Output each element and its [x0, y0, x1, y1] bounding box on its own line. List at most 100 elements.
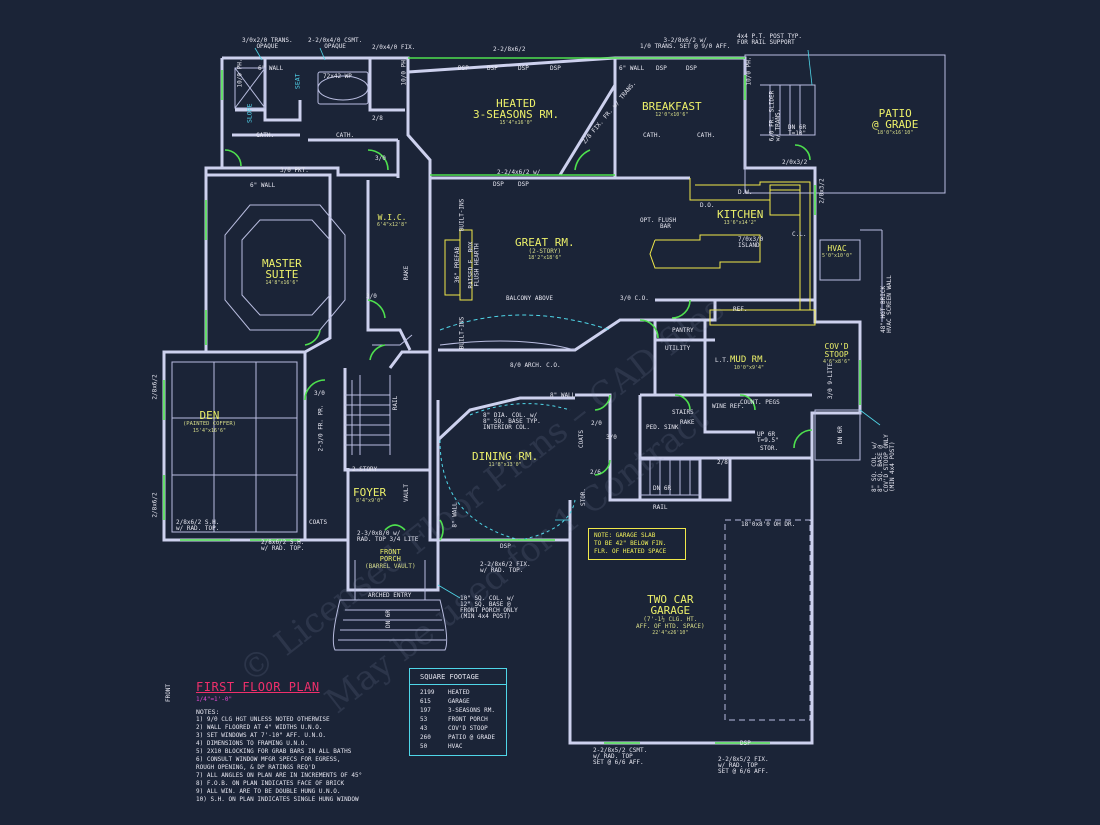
- balcony-label: BALCONY ABOVE: [506, 295, 553, 302]
- dsp-label: DSP: [518, 65, 529, 72]
- stairs-rake-label: RAKE: [403, 265, 411, 281]
- door-size: 2/8: [717, 459, 728, 466]
- door-size: 3/0: [314, 390, 325, 397]
- room-dim: 10'0"x9'4": [733, 365, 765, 371]
- arch-label: 8/0 ARCH. C.O.: [510, 362, 561, 369]
- cased-opening-label: 3/0 C.O.: [620, 295, 649, 302]
- prefab-label: 36" PREFAB: [454, 246, 462, 284]
- door-swings: [163, 57, 861, 744]
- callout-line: w/ RAD. TOP.: [480, 567, 524, 574]
- callout-line: 3-2/8x6/2 w/: [663, 37, 707, 44]
- den-window-1: 2/8x6/2 S.H.w/ RAD. TOP.: [176, 520, 219, 532]
- note-item: 6) CONSULT WINDOW MFGR SPECS FOR EGRESS,: [196, 756, 341, 763]
- callout-line: 1/0 TRANS. SET @ 9/0 AFF.: [640, 43, 731, 50]
- dsp-label: DSP: [550, 65, 561, 72]
- note-item: 7) ALL ANGLES ON PLAN ARE IN INCREMENTS …: [196, 772, 363, 779]
- pocket-door-label: 3/0 PKT.: [280, 167, 309, 174]
- sqft-value: 2199: [420, 689, 435, 696]
- note-item: 8) F.O.B. ON PLAN INDICATES FACE OF BRIC…: [196, 780, 345, 787]
- callout-transom: 3/0x2/0 TRANS.OPAQUE: [242, 38, 293, 50]
- rake-label: RAKE: [680, 419, 695, 426]
- room-name: COV'D: [824, 342, 849, 351]
- room-name: KITCHEN: [717, 208, 764, 221]
- callout-line: FRONT PORCH ONLY: [460, 607, 518, 614]
- square-footage-row: 197 3-SEASONS RM.: [410, 706, 506, 715]
- callout-line: T=10": [788, 130, 807, 137]
- rail-label: RAIL: [653, 504, 668, 511]
- callout-line: 2/8x6/2 S.H.: [261, 539, 305, 546]
- room-name: BREAKFAST: [642, 100, 702, 113]
- room-label-master: MASTER SUITE 14'8"x16'6": [262, 258, 302, 286]
- note-item: 10) S.H. ON PLAN INDICATES SINGLE HUNG W…: [196, 796, 359, 803]
- callout-line: SET @ 6/6 AFF.: [593, 759, 644, 766]
- sqft-value: 53: [420, 716, 428, 723]
- note-item: 1) 9/0 CLG HGT UNLESS NOTED OTHERWISE: [196, 716, 330, 723]
- dining-window-label: 2-2/8x6/2 FIX.w/ RAD. TOP.: [480, 562, 531, 574]
- porch-stair-label: DN 6R: [385, 609, 393, 629]
- note-item: ROUGH OPENING, & DP RATINGS REQ'D: [196, 764, 316, 771]
- sqft-value: 43: [420, 725, 428, 732]
- sqft-value: 197: [420, 707, 431, 714]
- room-dim: 5'0"x10'0": [822, 253, 853, 259]
- double-oven-label: D.O.: [700, 202, 715, 209]
- room-dim: 6'4"x12'8": [377, 222, 408, 228]
- callout-line: 4x4 P.T. POST TYP.: [737, 33, 803, 40]
- sqft-label: PATIO @ GRADE: [448, 734, 495, 741]
- built-ins-label: BUILT-INS: [458, 198, 466, 232]
- storage-label: STOR.: [760, 445, 779, 452]
- callout-line: 2-2/8x5/2 FIX.: [718, 756, 769, 763]
- callout-line: TO BE 42" BELOW FIN.: [594, 540, 667, 547]
- wall-lines: [162, 56, 862, 745]
- room-name: MUD RM.: [730, 355, 768, 365]
- callout-line: OPAQUE: [256, 43, 279, 50]
- ph-label: 10/0 PH.: [745, 56, 753, 86]
- dishwasher-label: D.W.: [738, 189, 753, 196]
- cyan-guides: [254, 47, 881, 599]
- wine-ref-label: WINE REF.: [712, 403, 745, 410]
- room-sub-2: AFF. OF HTD. SPACE): [636, 623, 705, 630]
- room-label-dining: DINING RM. 11'8"x13'0": [472, 451, 538, 468]
- callout-line: 2/8x6/2 S.H.: [176, 519, 220, 526]
- door-size: 2/6: [590, 469, 601, 476]
- stairs-label: STAIRS: [672, 409, 694, 416]
- callout-line: HVAC SCREEN WALL: [885, 275, 893, 333]
- door-size: 2/8: [372, 115, 383, 122]
- arched-entry-label: ARCHED ENTRY: [368, 592, 412, 599]
- room-name-2: STOOP: [824, 350, 849, 359]
- dsp-label: DSP: [740, 740, 751, 747]
- callout-fix-window: 2/0x4/0 FIX.: [372, 44, 416, 51]
- room-name-2: SUITE: [265, 268, 299, 281]
- cath-label: CATH.: [336, 132, 355, 139]
- room-name: PATIO: [878, 107, 912, 120]
- callout-post: 4x4 P.T. POST TYP.FOR RAIL SUPPORT: [737, 34, 802, 46]
- hearth-label: FLUSH HEARTH: [473, 243, 481, 287]
- rail-label: RAIL: [392, 395, 400, 411]
- ped-sink-label: PED. SINK: [646, 424, 679, 431]
- cl-label: C.L.: [792, 231, 807, 238]
- room-label-front-porch: FRONT PORCH (BARREL VAULT): [365, 549, 416, 570]
- note-item: 3) SET WINDOWS AT 7'-10" AFF. U.N.O.: [196, 732, 327, 739]
- french-pair-label: 2-3/0 FR. PR.: [317, 404, 325, 452]
- ref-label: REF.: [733, 306, 748, 313]
- callout-line: DN 6R: [788, 124, 807, 131]
- callout-line: 8" DIA. COL. w/: [483, 412, 538, 419]
- room-label-den: DEN (PAINTED COFFER) 15'4"x16'6": [183, 410, 236, 434]
- window-2-0: 2/0x3/2: [818, 178, 826, 204]
- room-name-2: @ GRADE: [872, 118, 919, 131]
- two-story-label: 2-STORY: [352, 466, 378, 473]
- callout-casement: 2-2/0x4/0 CSMT.OPAQUE: [308, 38, 362, 50]
- room-sub: (PAINTED COFFER): [183, 421, 236, 427]
- wall-note: 6" WALL: [250, 182, 276, 189]
- door-size: 3/0: [606, 434, 617, 441]
- sqft-label: 3-SEASONS RM.: [448, 707, 495, 714]
